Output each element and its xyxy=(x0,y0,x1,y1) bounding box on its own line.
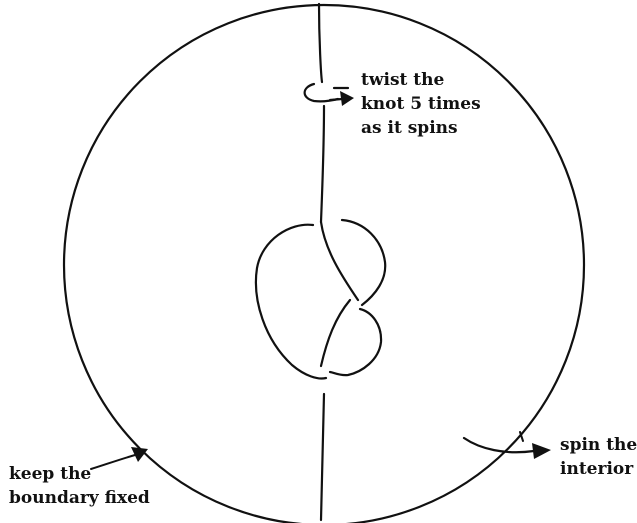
knot-cross-strand xyxy=(321,300,350,366)
twist-annotation-line-2: knot 5 times xyxy=(361,92,481,116)
upper-strand xyxy=(319,4,322,82)
boundary-annotation-line-1: keep the xyxy=(9,462,150,486)
knot-upper-lobe xyxy=(256,225,326,379)
twist-annotation: twist the knot 5 times as it spins xyxy=(361,68,481,140)
twist-annotation-line-3: as it spins xyxy=(361,116,481,140)
spin-annotation: spin the interior xyxy=(560,433,637,481)
lower-strand xyxy=(321,394,324,520)
boundary-annotation-line-2: boundary fixed xyxy=(9,486,150,510)
boundary-annotation: keep the boundary fixed xyxy=(9,462,150,510)
spin-annotation-line-1: spin the xyxy=(560,433,637,457)
knot-top-arc xyxy=(342,220,385,305)
spin-arrow-head xyxy=(532,443,551,459)
knot-overstrand-upper xyxy=(321,222,358,300)
upper-strand-lower xyxy=(321,106,324,222)
spin-annotation-line-2: interior xyxy=(560,457,637,481)
twist-arrow-head xyxy=(340,91,354,106)
boundary-circle xyxy=(64,5,584,523)
twist-annotation-line-1: twist the xyxy=(361,68,481,92)
twist-arrow-shaft xyxy=(330,99,342,100)
